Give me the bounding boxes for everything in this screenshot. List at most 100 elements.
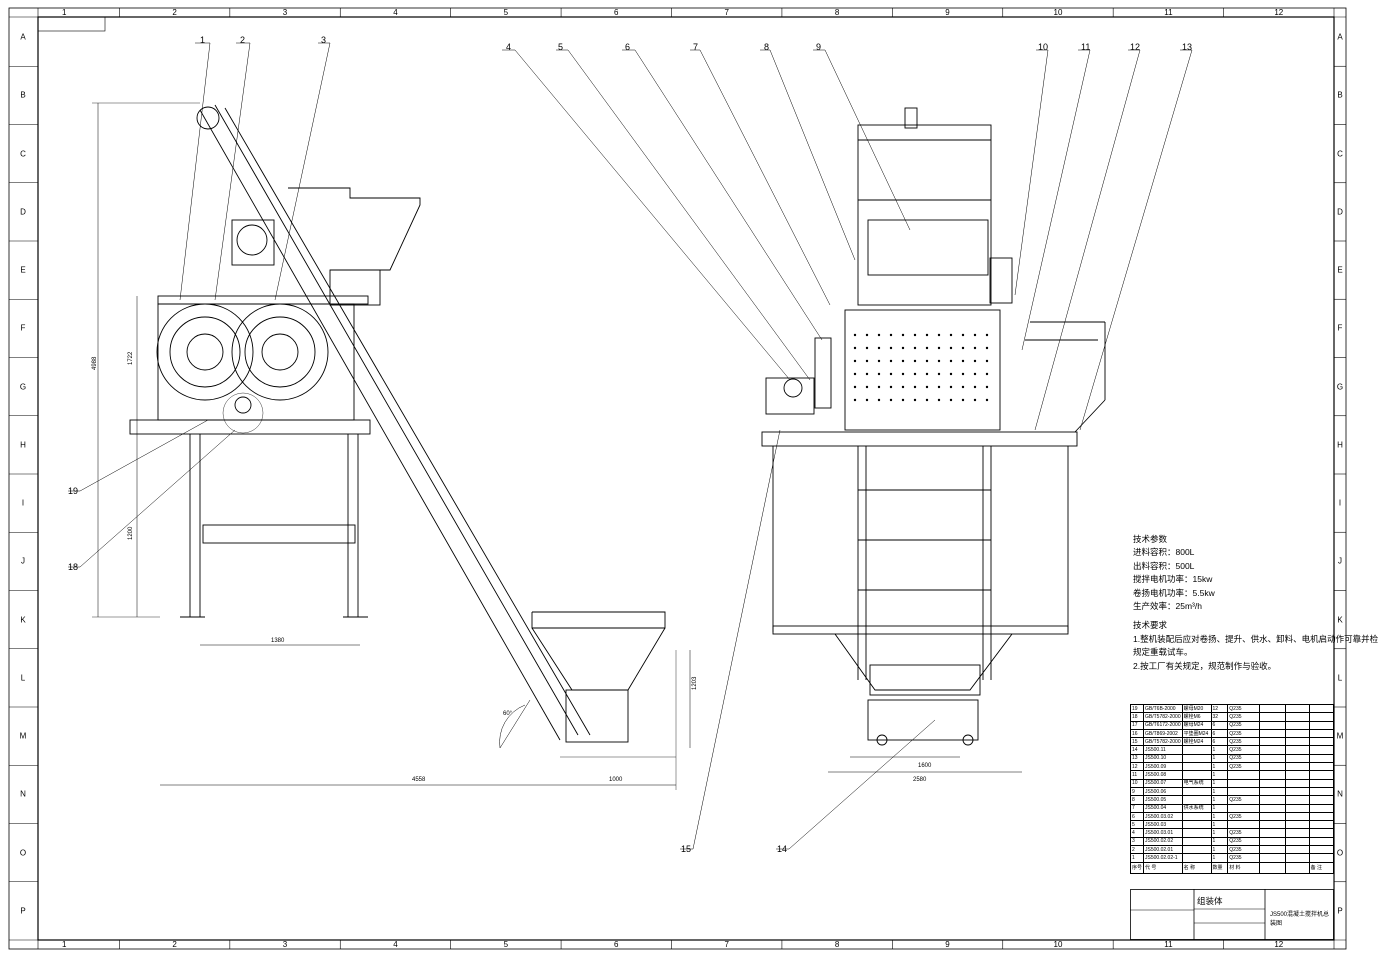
grid-number-bottom: 4 — [393, 940, 398, 949]
bom-cell-name — [1181, 762, 1212, 772]
grid-number-top: 5 — [503, 8, 509, 17]
bom-cell-mat: Q235 — [1227, 753, 1261, 764]
bom-cell-no: 17 — [1129, 720, 1145, 730]
dim-hopper-height: 1203 — [692, 676, 698, 690]
bom-cell-no: 5 — [1129, 820, 1145, 830]
bom-cell-mat: Q235 — [1227, 828, 1261, 838]
grid-letter-left: G — [19, 382, 27, 392]
callout-10: 10 — [1038, 42, 1049, 52]
callout-9: 9 — [816, 42, 822, 52]
grid-letter-left: K — [20, 615, 26, 625]
dim-upper-height: 1722 — [128, 351, 134, 365]
bom-cell-no: 15 — [1129, 737, 1145, 747]
bom-cell-blank — [1308, 803, 1335, 813]
grid-letter-right: C — [1337, 149, 1343, 159]
bom-header-no: 序号 — [1129, 861, 1145, 874]
callout-4: 4 — [506, 42, 512, 52]
bom-cell-mat: Q235 — [1227, 795, 1261, 805]
bom-cell-mat — [1227, 786, 1261, 797]
bom-cell-no: 13 — [1129, 753, 1145, 764]
grid-number-top: 8 — [834, 8, 840, 17]
req-line: 2.按工厂有关规定，规范制作与验收。 — [1133, 660, 1277, 671]
callout-11: 11 — [1081, 42, 1091, 52]
bom-cell-name: 供水系统 — [1181, 803, 1212, 813]
callout-8: 8 — [764, 42, 770, 52]
leader-lines — [68, 42, 1193, 850]
bom-cell-qty: 1 — [1210, 762, 1229, 772]
param-line: 出料容积：500L — [1133, 560, 1195, 571]
bom-cell-blank — [1284, 820, 1310, 830]
bom-cell-blank — [1308, 762, 1335, 772]
bom-cell-qty: 1 — [1210, 786, 1229, 797]
bom-cell-code: JS500.04 — [1143, 803, 1183, 813]
bom-cell-blank — [1308, 811, 1335, 822]
bom-cell-blank — [1259, 737, 1286, 747]
grid-letter-right: A — [1337, 32, 1343, 42]
bom-cell-blank — [1284, 712, 1310, 722]
bom-cell-name: 螺母M20 — [1181, 703, 1212, 714]
bom-header-row: 序号代 号名 称数量材 料备 注 — [1129, 861, 1335, 874]
bom-header-blank — [1259, 861, 1286, 874]
bom-cell-name: 螺栓M24 — [1181, 737, 1212, 747]
technical-notes: 技术参数 进料容积：800L 出料容积：500L 搅拌电机功率：15kw 卷扬电… — [1133, 533, 1378, 673]
dim-frame-width: 1380 — [271, 638, 285, 644]
bom-cell-qty: 1 — [1210, 836, 1229, 847]
bom-cell-no: 4 — [1129, 828, 1145, 838]
bom-cell-no: 3 — [1129, 836, 1145, 847]
bom-cell-blank — [1284, 762, 1310, 772]
bom-cell-blank — [1308, 853, 1335, 863]
bom-cell-qty: 32 — [1210, 712, 1229, 722]
grid-letter-right: K — [1337, 615, 1343, 625]
bom-cell-blank — [1259, 762, 1286, 772]
bom-cell-code: JS500.08 — [1143, 770, 1183, 780]
bom-cell-blank — [1308, 712, 1335, 722]
bom-cell-name: 电气系统 — [1181, 778, 1212, 788]
grid-number-bottom: 2 — [172, 940, 177, 949]
bom-cell-blank — [1284, 795, 1310, 805]
callout-14: 14 — [777, 844, 788, 854]
bom-cell-code: JS500.10 — [1143, 753, 1183, 764]
bom-cell-blank — [1284, 703, 1310, 714]
bom-cell-mat: Q235 — [1227, 762, 1261, 772]
bom-cell-blank — [1308, 795, 1335, 805]
grid-letter-right: M — [1336, 731, 1344, 741]
bom-cell-mat: Q235 — [1227, 720, 1261, 730]
bom-cell-code: JS500.02.02-1 — [1143, 853, 1183, 863]
bom-cell-blank — [1284, 853, 1310, 863]
grid-number-top: 2 — [172, 8, 177, 17]
callout-5: 5 — [558, 42, 564, 52]
callout-12: 12 — [1130, 42, 1141, 52]
bom-cell-qty: 1 — [1210, 845, 1229, 855]
bom-cell-name — [1181, 836, 1212, 847]
callout-15: 15 — [681, 844, 692, 854]
dim-total-length: 4558 — [412, 777, 426, 783]
grid-number-bottom: 7 — [724, 940, 729, 949]
left-view — [92, 102, 691, 790]
bom-cell-name — [1181, 820, 1212, 830]
bom-cell-blank — [1308, 786, 1335, 797]
bom-cell-code: JS500.09 — [1143, 762, 1183, 772]
bom-cell-name: 平垫圈M24 — [1181, 728, 1212, 739]
bom-cell-qty: 1 — [1210, 745, 1229, 755]
param-line: 卷扬电机功率：5.5kw — [1133, 587, 1215, 598]
bom-cell-blank — [1308, 745, 1335, 755]
bom-cell-name — [1181, 795, 1212, 805]
bom-cell-name — [1181, 811, 1212, 822]
bom-cell-code: JS500.02.02 — [1143, 836, 1183, 847]
grid-number-top: 12 — [1274, 8, 1284, 17]
bom-cell-blank — [1259, 845, 1286, 855]
bom-cell-qty: 1 — [1210, 853, 1229, 863]
grid-letter-left: L — [20, 673, 26, 683]
bom-cell-blank — [1259, 720, 1286, 730]
params-title: 技术参数 — [1133, 534, 1168, 544]
grid-number-top: 1 — [61, 8, 67, 17]
bom-header-code: 代 号 — [1143, 861, 1183, 874]
bom-cell-no: 7 — [1129, 803, 1145, 813]
bom-cell-no: 19 — [1129, 703, 1145, 714]
